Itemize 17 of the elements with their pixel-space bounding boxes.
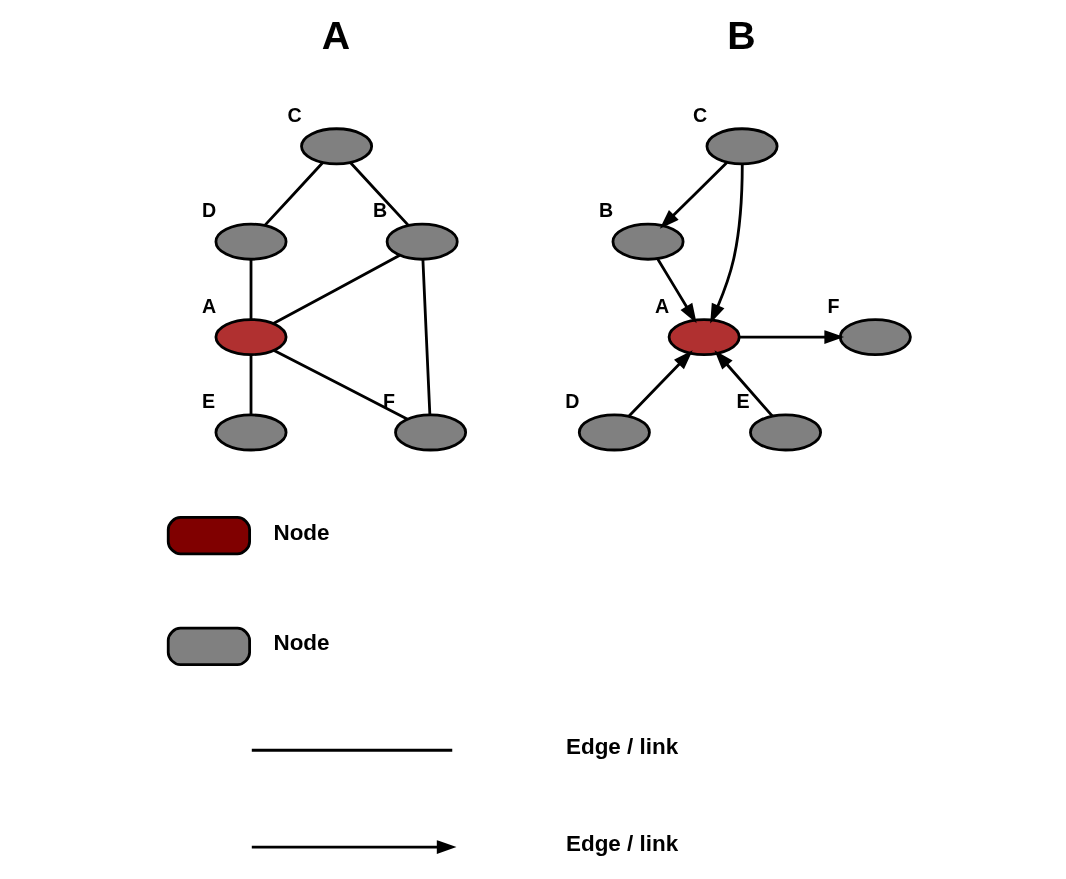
node-label: B	[373, 199, 388, 222]
node-label: C	[692, 104, 708, 127]
legend-label: Edge / link	[565, 830, 679, 856]
node-label: E	[201, 390, 215, 413]
node-label: C	[287, 104, 302, 127]
node-label: E	[736, 390, 750, 413]
node-label: A	[201, 294, 217, 317]
node-label: D	[565, 390, 580, 413]
legend-label: Node	[273, 519, 330, 545]
label: B	[727, 13, 756, 58]
node-label: B	[598, 199, 614, 222]
node-label: D	[201, 199, 217, 222]
legend-label: Node	[273, 630, 330, 656]
label: A	[321, 13, 351, 58]
node-label: A	[655, 294, 670, 317]
node-label: F	[827, 294, 840, 317]
legend-label: Edge / link	[565, 734, 679, 760]
